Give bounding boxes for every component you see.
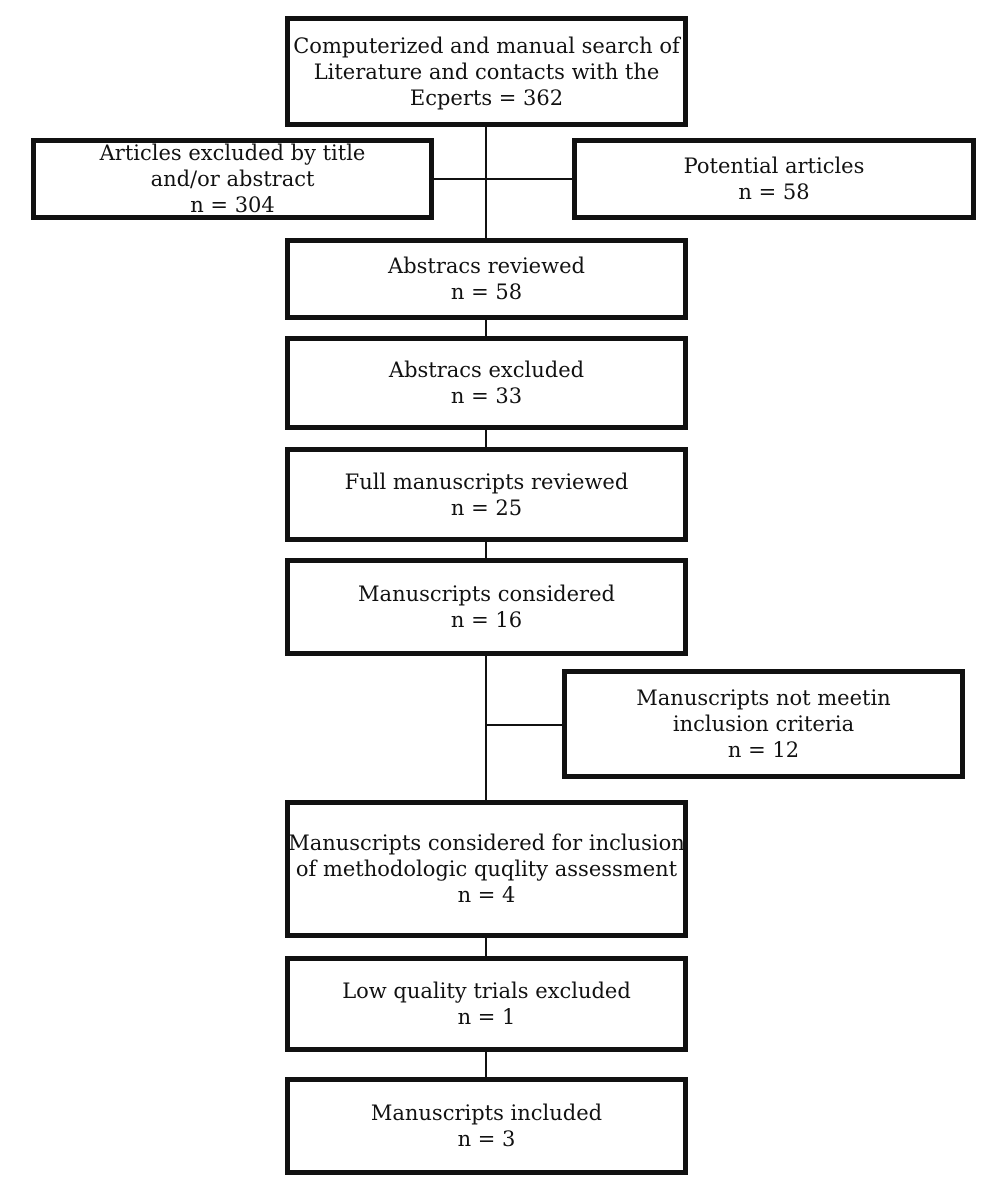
box-potential: Potential articles n = 58 [572, 138, 976, 220]
box-excluded-title-line-2: and/or abstract [150, 167, 315, 191]
box-excluded-title-line-3: n = 304 [190, 193, 275, 217]
box-considered-line-1: Manuscripts considered [358, 582, 615, 606]
box-considered: Manuscripts considered n = 16 [285, 558, 688, 656]
box-included-line-2: n = 3 [457, 1127, 516, 1151]
box-search-line-3: Ecperts = 362 [409, 85, 564, 110]
box-not-meeting-line-2: inclusion criteria [672, 712, 855, 736]
box-full-reviewed-line-2: n = 25 [450, 495, 523, 520]
box-potential-line-1: Potential articles [683, 154, 865, 178]
connector-low-to-included [485, 1048, 487, 1080]
box-abstracts-excluded: Abstracs excluded n = 33 [285, 336, 688, 430]
box-excluded-title: Articles excluded by title and/or abstra… [31, 138, 434, 220]
box-quality-assessment: Manuscripts considered for inclusion of … [285, 800, 688, 938]
connector-search-to-abstracts [485, 124, 487, 242]
box-quality-assessment-line-1: Manuscripts considered for inclusion [288, 831, 685, 855]
box-not-meeting-line-1: Manuscripts not meetin [636, 686, 891, 710]
connector-right-branch [486, 178, 576, 180]
connector-left-branch [430, 178, 486, 180]
connector-not-meeting-branch [486, 724, 566, 726]
connector-excluded-to-full [485, 426, 487, 450]
box-abstracts-reviewed-line-1: Abstracs reviewed [388, 254, 585, 278]
box-low-quality-line-1: Low quality trials excluded [342, 979, 631, 1003]
box-abstracts-excluded-line-1: Abstracs excluded [388, 358, 585, 382]
box-full-reviewed: Full manuscripts reviewed n = 25 [285, 447, 688, 542]
box-quality-assessment-line-2: of methodologic quqlity assessment [295, 857, 678, 881]
box-included: Manuscripts included n = 3 [285, 1077, 688, 1175]
box-considered-line-2: n = 16 [450, 608, 523, 632]
box-not-meeting-line-3: n = 12 [727, 738, 800, 762]
box-abstracts-reviewed: Abstracs reviewed n = 58 [285, 238, 688, 320]
connector-quality-to-low [485, 934, 487, 960]
box-low-quality: Low quality trials excluded n = 1 [285, 956, 688, 1052]
connector-abstracts-to-excluded [485, 316, 487, 340]
box-full-reviewed-line-1: Full manuscripts reviewed [344, 469, 629, 494]
connector-considered-to-quality [485, 652, 487, 804]
box-potential-line-2: n = 58 [738, 180, 810, 204]
box-search-line-2: Literature and contacts with the [313, 59, 660, 84]
box-search-line-1: Computerized and manual search of [293, 33, 680, 58]
box-not-meeting: Manuscripts not meetin inclusion criteri… [562, 669, 965, 779]
connector-full-to-considered [485, 538, 487, 562]
box-search: Computerized and manual search of Litera… [285, 16, 688, 127]
box-quality-assessment-line-3: n = 4 [457, 883, 516, 907]
box-low-quality-line-2: n = 1 [457, 1005, 516, 1029]
box-abstracts-reviewed-line-2: n = 58 [450, 280, 523, 304]
box-abstracts-excluded-line-2: n = 33 [450, 384, 523, 408]
box-excluded-title-line-1: Articles excluded by title [99, 141, 366, 165]
box-included-line-1: Manuscripts included [370, 1101, 603, 1125]
